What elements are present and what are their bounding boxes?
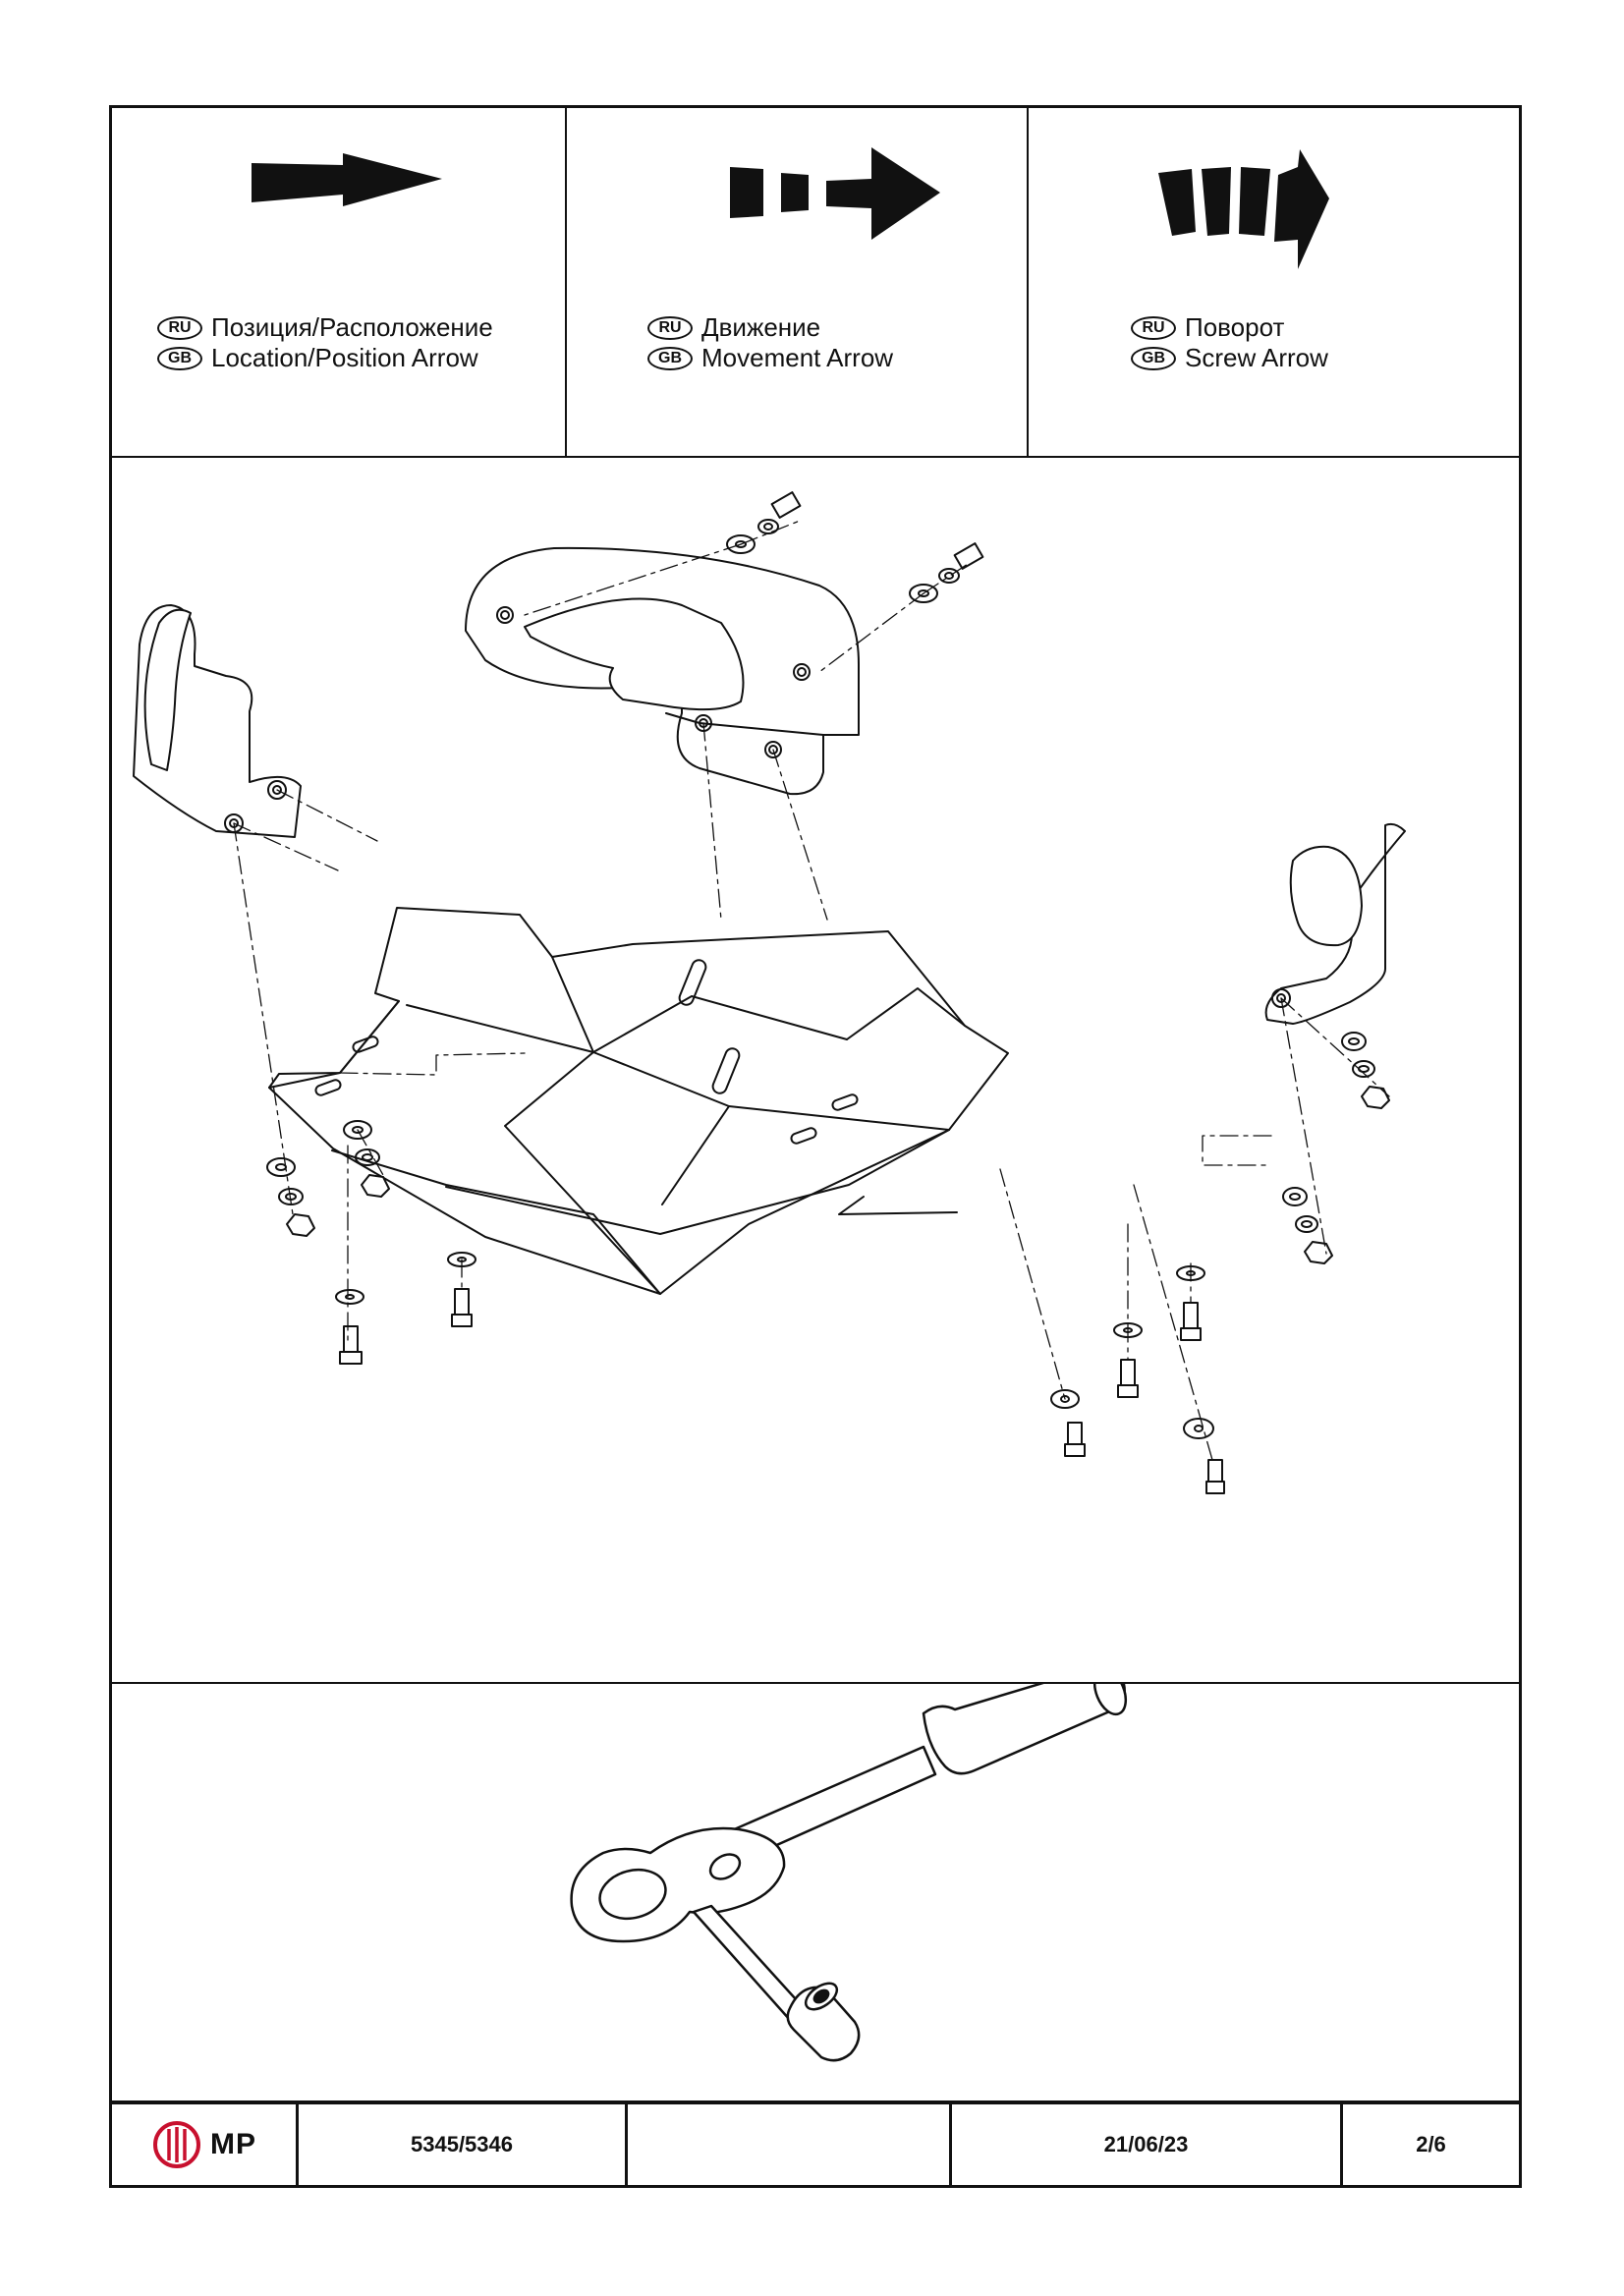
legend-location-arrow: RU Позиция/Расположение GB Location/Positi…: [112, 108, 567, 456]
title-block: MP 5345/5346 21/06/23 2/6: [112, 2100, 1519, 2185]
movement-arrow-icon: [730, 147, 940, 240]
fasteners: [266, 491, 1390, 1494]
ru-badge: RU: [157, 315, 202, 340]
screw-arrow-icon: [1158, 149, 1329, 269]
document-date: 21/06/23: [952, 2104, 1343, 2185]
gb-badge: GB: [647, 346, 693, 370]
legend-gb-text: Movement Arrow: [701, 343, 894, 372]
left-tow-hook: [133, 604, 302, 838]
arrow-legend: RU Позиция/Расположение GB Location/Positi…: [112, 108, 1519, 458]
legend-ru-text: Поворот: [1185, 312, 1285, 342]
mp-logo-icon: [153, 2121, 200, 2168]
ru-badge: RU: [647, 315, 693, 340]
ratchet-wrench-icon: [570, 1684, 1128, 2062]
document-sheet: RU Позиция/Расположение GB Location/Positi…: [109, 105, 1522, 2188]
gb-badge: GB: [1131, 346, 1176, 370]
legend-gb-text: Location/Position Arrow: [211, 343, 478, 372]
gb-badge: GB: [157, 346, 202, 370]
right-tow-hook: [1264, 822, 1406, 1025]
tool-section: [112, 1684, 1519, 2100]
legend-screw-arrow: RU Поворот GB Screw Arrow: [1029, 108, 1522, 456]
legend-movement-arrow: RU Движение GB Movement Arrow: [567, 108, 1029, 456]
skid-plate: [268, 907, 1009, 1295]
legend-ru-text: Движение: [701, 312, 821, 342]
company-logo: MP: [151, 2119, 256, 2170]
assembly-lines: [233, 520, 1390, 1461]
assembly-drawing: [112, 458, 1519, 1684]
exploded-assembly-diagram: [133, 491, 1406, 1494]
legend-gb-text: Screw Arrow: [1185, 343, 1328, 372]
location-arrow-icon: [252, 153, 442, 206]
ru-badge: RU: [1131, 315, 1176, 340]
blank-field: [628, 2104, 952, 2185]
page-number: 2/6: [1416, 2132, 1446, 2156]
logo-text: MP: [210, 2128, 256, 2160]
part-number: 5345/5346: [299, 2104, 628, 2185]
upper-bracket: [465, 546, 860, 796]
logo-cell: MP: [112, 2104, 299, 2185]
legend-ru-text: Позиция/Расположение: [211, 312, 493, 342]
